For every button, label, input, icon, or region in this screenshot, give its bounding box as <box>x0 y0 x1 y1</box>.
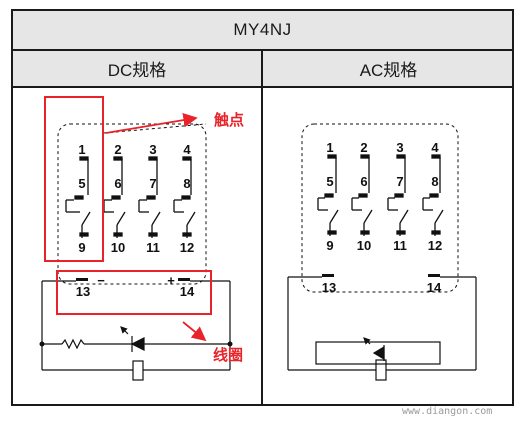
dc-polarity-minus: − <box>97 273 105 288</box>
column-divider <box>261 51 263 404</box>
dc-pin-4: 4 <box>183 142 191 157</box>
ac-coil-terminal-13 <box>322 274 334 277</box>
diagram-frame: MY4NJ DC规格 AC规格 <box>11 9 514 406</box>
dc-coil-circuit <box>41 280 231 381</box>
model-title: MY4NJ <box>13 11 512 51</box>
ac-pin-12: 12 <box>428 238 442 253</box>
dc-polarity-plus: + <box>167 273 175 288</box>
dc-pin-6: 6 <box>114 176 121 191</box>
dc-spec-header: DC规格 <box>107 61 167 80</box>
ac-pin-1: 1 <box>326 140 333 155</box>
coil-annotation: 线圈 <box>213 346 243 364</box>
dc-highlights <box>44 96 212 342</box>
dc-pin-13: 13 <box>76 284 90 299</box>
dc-pin-14: 14 <box>180 284 195 299</box>
dc-coil-terminal-14 <box>178 278 190 281</box>
dc-pin-9: 9 <box>78 240 85 255</box>
dc-pin-8: 8 <box>183 176 190 191</box>
dc-relay-housing <box>57 123 207 285</box>
ac-coil-terminal-14 <box>428 274 440 277</box>
dc-pin-7: 7 <box>149 176 156 191</box>
dc-contacts <box>65 156 196 238</box>
ac-spec-header: AC规格 <box>359 61 418 80</box>
ac-pin-10: 10 <box>357 238 371 253</box>
dc-pin-12: 12 <box>180 240 194 255</box>
ac-pin-13: 13 <box>322 280 336 295</box>
coil-highlight-box <box>56 270 212 315</box>
dc-pin-10: 10 <box>111 240 125 255</box>
dc-pin-3: 3 <box>149 142 156 157</box>
ac-pin-8: 8 <box>431 174 438 189</box>
ac-pin-4: 4 <box>431 140 439 155</box>
dc-pin-2: 2 <box>114 142 121 157</box>
dc-relay-diagram: 1 2 3 4 5 6 7 8 9 10 11 12 <box>39 123 233 381</box>
watermark: www.diangon.com <box>402 406 492 417</box>
ac-pin-11: 11 <box>393 238 407 253</box>
contacts-annotation: 触点 <box>214 111 244 129</box>
ac-relay-diagram: 1 2 3 4 5 6 7 8 9 10 11 12 <box>287 123 477 381</box>
dc-pin-5: 5 <box>78 176 85 191</box>
ac-coil-circuit <box>287 276 477 381</box>
ac-pin-3: 3 <box>396 140 403 155</box>
ac-pin-6: 6 <box>360 174 367 189</box>
dc-pin-11: 11 <box>146 240 160 255</box>
dc-pin-1: 1 <box>78 142 85 157</box>
ac-relay-housing <box>301 123 459 293</box>
ac-pin-5: 5 <box>326 174 333 189</box>
ac-contacts <box>317 154 444 236</box>
contacts-highlight-box <box>44 96 104 262</box>
ac-pin-14: 14 <box>427 280 442 295</box>
ac-pin-7: 7 <box>396 174 403 189</box>
dc-coil-terminal-13 <box>76 278 88 281</box>
ac-pin-9: 9 <box>326 238 333 253</box>
ac-pin-2: 2 <box>360 140 367 155</box>
